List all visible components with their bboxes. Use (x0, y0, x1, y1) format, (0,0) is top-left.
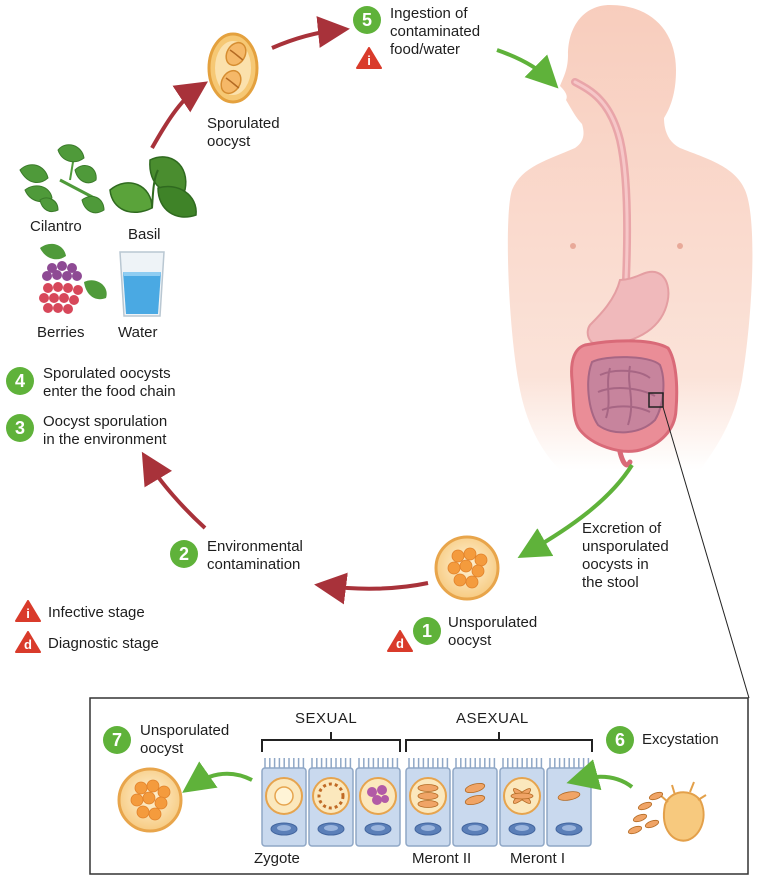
step-6-label: Excystation (642, 731, 719, 748)
legend-diagnostic-icon: d (15, 631, 41, 653)
excretion-label: Excretion of unsporulated oocysts in the… (582, 520, 669, 591)
step-4-badge: 4 (6, 367, 34, 395)
excysting-oocyst-illustration (627, 781, 707, 842)
zygote-illustration (265, 777, 303, 815)
asexual-header: ASEXUAL (456, 710, 529, 727)
meront-ii-illustration (409, 777, 447, 815)
arrow-excystation (566, 759, 634, 791)
trophozoite-illustration (464, 782, 486, 806)
infective-warning-icon: i (356, 47, 382, 69)
epithelial-cell (546, 758, 592, 847)
human-body-illustration (507, 5, 753, 470)
cilantro-illustration (19, 144, 105, 214)
step-4-label: Sporulated oocysts enter the food chain (43, 365, 176, 400)
step-7-badge: 7 (103, 726, 131, 754)
arrow-to-sporulation (141, 451, 207, 530)
basil-label: Basil (128, 226, 161, 243)
step-3-badge: 3 (6, 414, 34, 442)
berries-illustration (39, 243, 107, 314)
step-6-badge: 6 (606, 726, 634, 754)
diagnostic-warning-icon: d (387, 630, 413, 652)
step-5-label: Ingestion of contaminated food/water (390, 5, 481, 58)
sporozoite-in-cell-illustration (557, 791, 581, 801)
unsporulated-oocyst-7-illustration (117, 767, 183, 833)
legend-infective-label: Infective stage (48, 604, 145, 621)
meront-i-illustration (503, 777, 541, 815)
step-1-badge: 1 (413, 617, 441, 645)
arrow-to-oocyst-7 (182, 761, 253, 793)
epithelial-cell (452, 758, 498, 847)
water-label: Water (118, 324, 158, 341)
basil-illustration (109, 156, 197, 218)
microgamont-illustration (359, 777, 397, 815)
legend-diagnostic-label: Diagnostic stage (48, 635, 159, 652)
intestine-zoom-box (648, 392, 664, 408)
arrow-excretion (517, 463, 634, 558)
unsporulated-oocyst-illustration (434, 535, 500, 601)
arrow-into-body (496, 48, 559, 89)
step-2-label: Environmental contamination (207, 538, 303, 573)
cilantro-label: Cilantro (30, 218, 82, 235)
stage-brackets (261, 732, 593, 752)
step-7-label: Unsporulated oocyst (140, 722, 230, 757)
step-3-label: Oocyst sporulation in the environment (43, 413, 168, 448)
arrow-to-sporulated (150, 81, 208, 149)
zygote-label: Zygote (254, 850, 300, 867)
sporulated-oocyst-label: Sporulated oocyst (207, 115, 280, 150)
step-2-badge: 2 (170, 540, 198, 568)
meront-ii-label: Meront II (412, 850, 472, 867)
berries-label: Berries (37, 324, 85, 341)
meront-i-label: Meront I (510, 850, 566, 867)
sexual-header: SEXUAL (295, 710, 358, 727)
arrow-to-ingestion (271, 16, 350, 50)
step-5-badge: 5 (353, 6, 381, 34)
step-1-label: Unsporulated oocyst (448, 614, 538, 649)
arrow-to-contamination (314, 572, 429, 605)
water-glass-illustration (119, 251, 165, 317)
sporulated-oocyst-illustration (207, 32, 259, 104)
macrogamont-illustration (312, 777, 350, 815)
legend-infective-icon: i (15, 600, 41, 622)
